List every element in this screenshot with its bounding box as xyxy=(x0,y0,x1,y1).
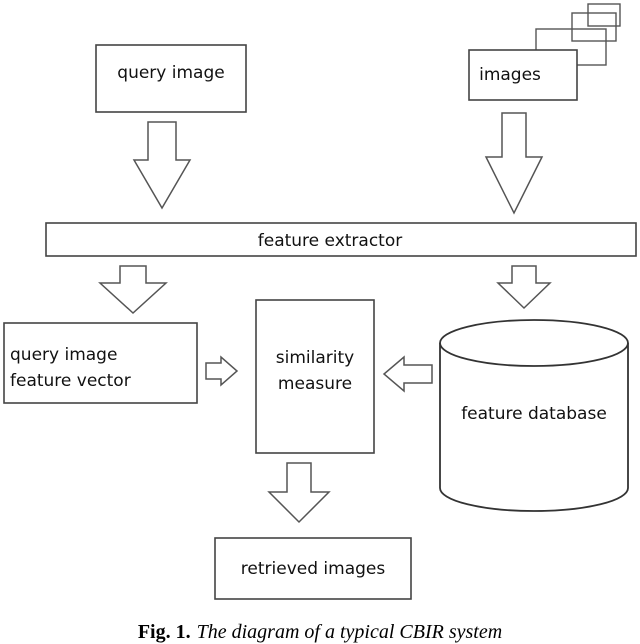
images-label: images xyxy=(479,65,541,85)
retrieved-images-node: retrieved images xyxy=(214,537,412,600)
query-image-node: query image xyxy=(95,44,247,113)
query-image-label: query image xyxy=(117,63,224,83)
arrow-database-to-similarity xyxy=(382,355,433,393)
query-feature-vector-label-line2: feature vector xyxy=(10,371,131,391)
query-feature-vector-node: query image feature vector xyxy=(3,322,198,404)
caption-text: The diagram of a typical CBIR system xyxy=(197,621,503,643)
query-feature-vector-label-line1: query image xyxy=(10,345,117,365)
arrow-similarity-to-retrieved xyxy=(267,462,331,524)
images-node: images xyxy=(468,49,578,101)
retrieved-images-label: retrieved images xyxy=(241,559,386,579)
arrow-extractor-to-feature-vector xyxy=(98,265,168,315)
feature-database-node: feature database xyxy=(439,319,629,512)
figure-caption: Fig. 1. The diagram of a typical CBIR sys… xyxy=(138,621,502,643)
feature-extractor-label: feature extractor xyxy=(258,231,402,251)
similarity-measure-label-line1: similarity xyxy=(276,348,354,368)
arrow-images-to-extractor xyxy=(484,112,544,215)
similarity-measure-label-line2: measure xyxy=(278,374,352,394)
arrow-feature-vector-to-similarity xyxy=(205,355,239,387)
feature-extractor-node: feature extractor xyxy=(45,222,637,257)
feature-database-label: feature database xyxy=(461,404,607,424)
similarity-measure-node: similarity measure xyxy=(255,299,375,454)
arrow-extractor-to-database xyxy=(496,265,552,310)
arrow-query-to-extractor xyxy=(132,121,192,210)
caption-label: Fig. 1. xyxy=(138,621,191,643)
